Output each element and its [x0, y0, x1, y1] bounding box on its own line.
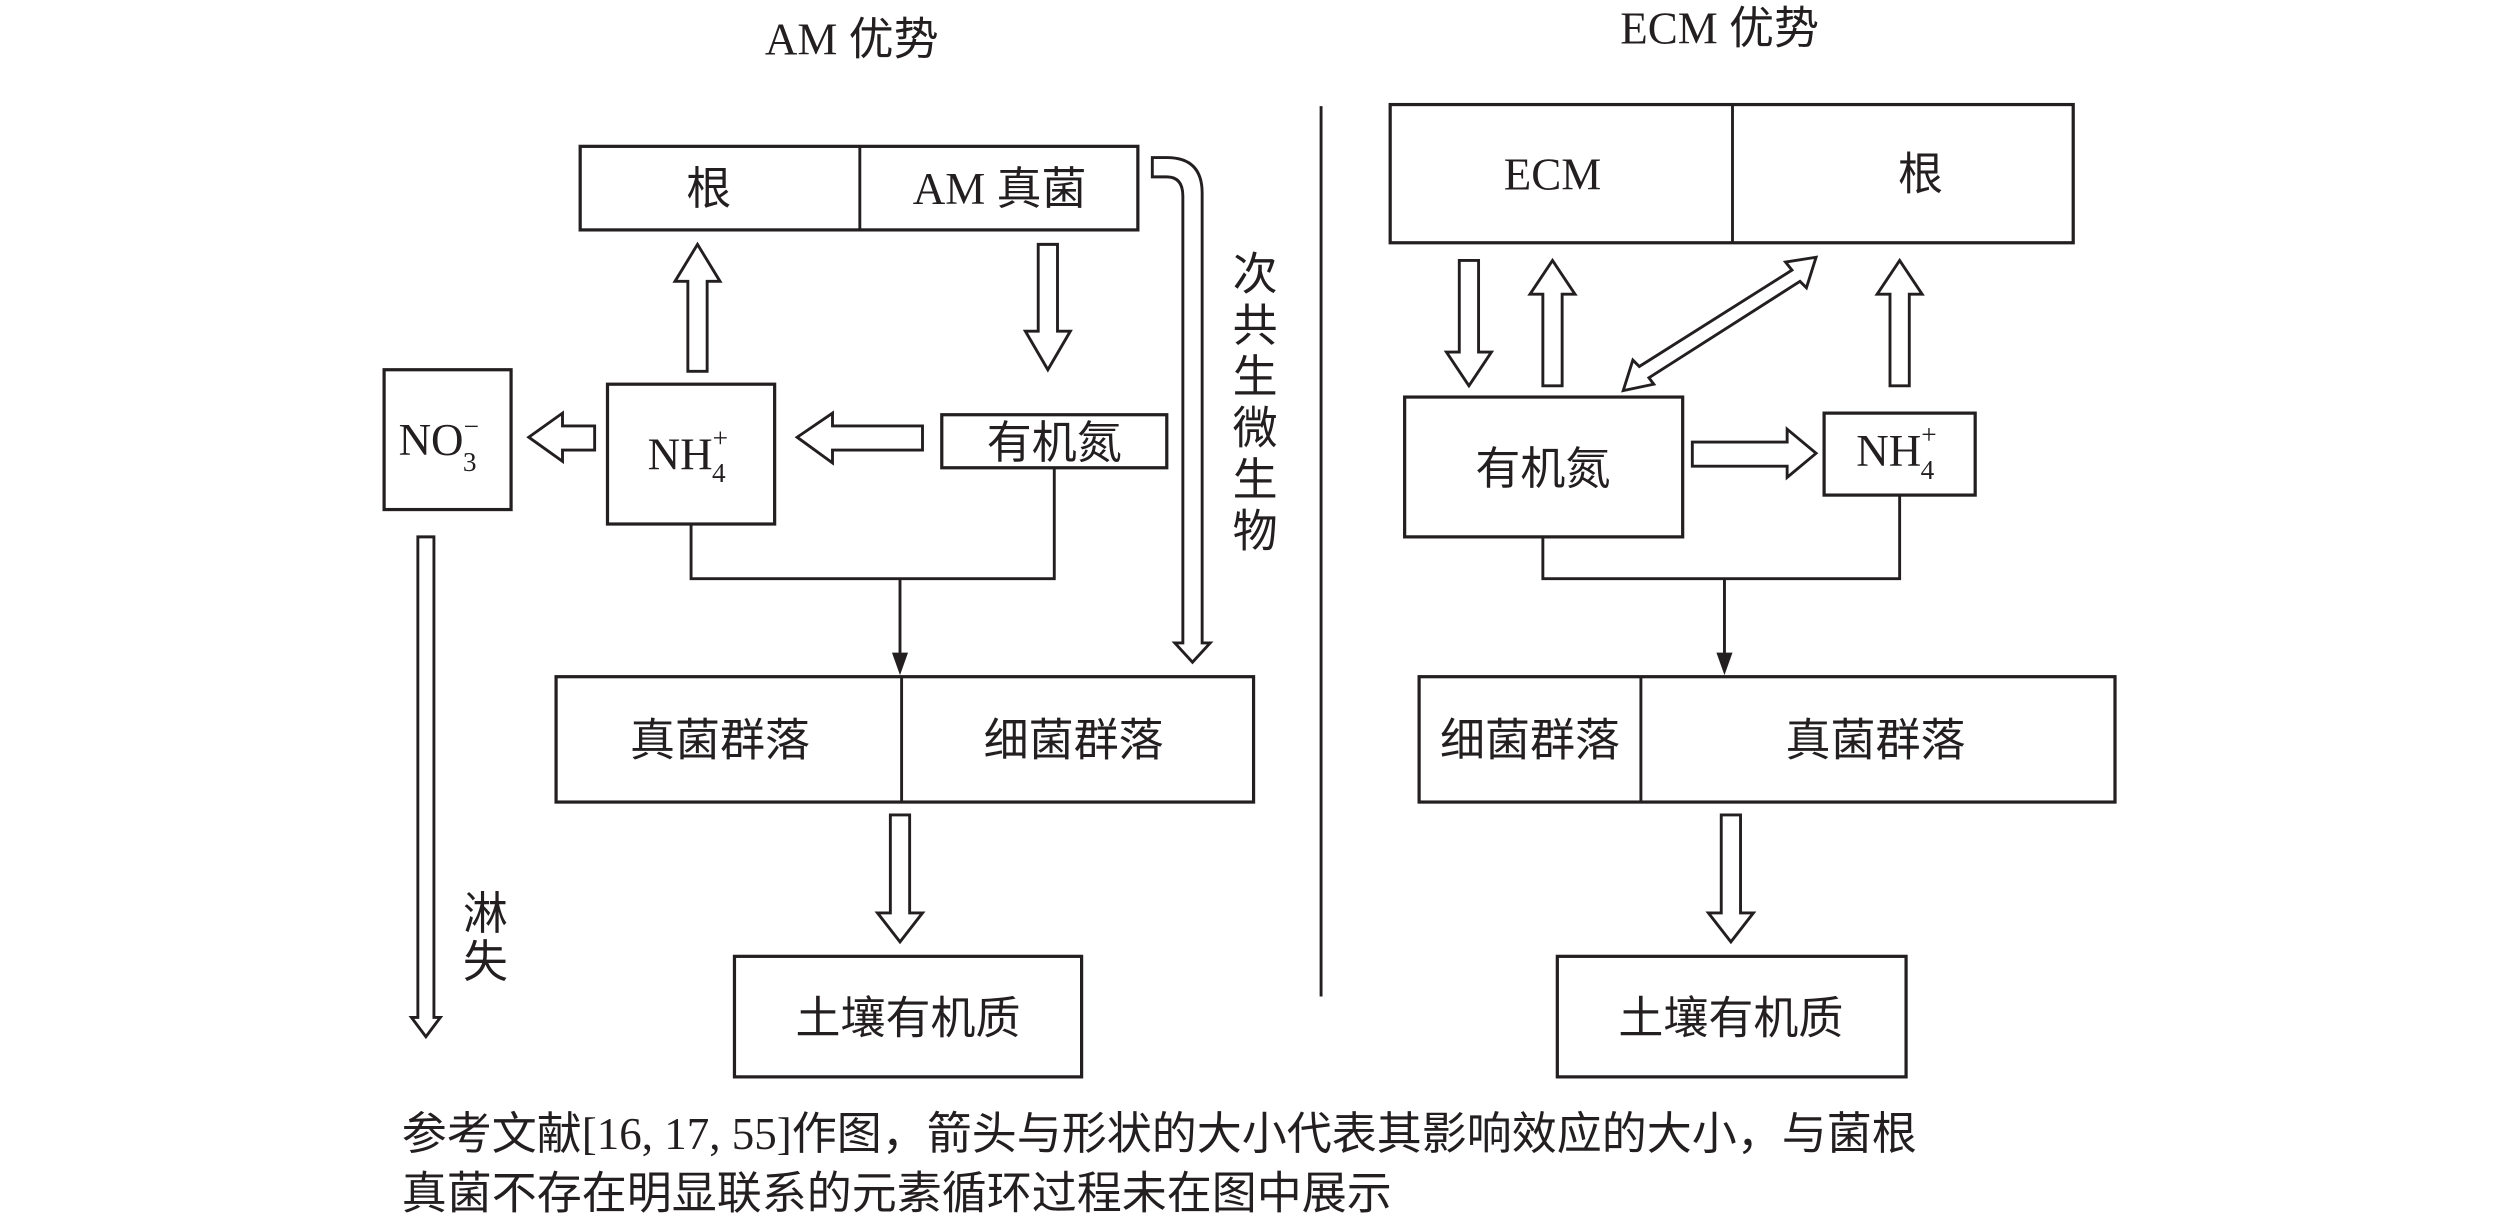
am-fungi-label: AM 真菌 — [913, 164, 1087, 214]
am-community-frame — [554, 675, 1256, 804]
am-organic-n-box: 有机氮 — [940, 413, 1169, 470]
ecm-ammonium-label: NH+4 — [1856, 420, 1936, 485]
side-label-char: 次 — [1233, 249, 1278, 299]
am-ammonium-box: NH+4 — [605, 382, 777, 526]
am-organic-n-label: 有机氮 — [987, 418, 1122, 468]
side-label-char: 生 — [1233, 455, 1278, 505]
ecm-organic-n-to-nh4-arrow — [1690, 426, 1819, 481]
am-panel: AM 优势 根 AM 真菌 次 共 生 微 生 物 NO−3 — [382, 15, 1278, 1079]
ecm-root-label: 根 — [1898, 150, 1943, 200]
ecm-organic-n-label: 有机氮 — [1475, 444, 1610, 494]
ecm-community-box: 细菌群落 真菌群落 — [1417, 675, 2117, 804]
am-panel-title: AM 优势 — [765, 15, 939, 65]
side-label-char: 微 — [1233, 404, 1278, 454]
secondary-symbiont-label: 次 共 生 微 生 物 — [1233, 249, 1278, 556]
leaching-label-char: 失 — [463, 937, 508, 987]
am-leaching-arrow — [408, 535, 444, 1040]
am-soil-om-frame — [732, 954, 1084, 1079]
am-connector-arrowhead — [891, 652, 909, 676]
ecm-connector — [1541, 495, 1902, 581]
caption-line-1: 参考文献[16, 17, 55]作图，箭头与形状的大小代表其影响效应的大小，与菌… — [402, 1109, 1917, 1159]
ecm-bacterial-community-label: 细菌群落 — [1440, 715, 1620, 765]
ecm-ammonium-box: NH+4 — [1822, 411, 1977, 497]
ecm-panel-title: ECM 优势 — [1620, 3, 1819, 53]
am-bacterial-community-label: 细菌群落 — [984, 715, 1164, 765]
am-nitrate-box: NO−3 — [382, 368, 513, 512]
ecm-panel: ECM 优势 ECM 根 有机氮 NH+4 — [1388, 3, 2117, 1079]
am-nh4-to-root-arrow — [672, 241, 723, 373]
ecm-fungi-root-box: ECM 根 — [1388, 102, 2075, 245]
ecm-fungal-community-label: 真菌群落 — [1786, 715, 1966, 765]
am-organic-n-to-nh4-arrow — [794, 410, 924, 466]
ecm-community-frame — [1417, 675, 2117, 804]
am-nitrate-frame — [382, 368, 513, 512]
figure-caption: 参考文献[16, 17, 55]作图，箭头与形状的大小代表其影响效应的大小，与菌… — [402, 1109, 1917, 1218]
am-root-fungi-box: 根 AM 真菌 — [578, 144, 1140, 232]
am-soil-om-box: 土壤有机质 — [732, 954, 1084, 1079]
am-nitrate-label: NO−3 — [399, 412, 479, 477]
am-soil-om-label: 土壤有机质 — [796, 993, 1021, 1043]
ecm-nh4-to-root-arrow — [1874, 257, 1925, 388]
am-secondary-symbiont-arrow — [1150, 156, 1214, 665]
ecm-community-to-som-arrow — [1705, 813, 1757, 945]
am-fungi-to-organic-n-arrow — [1022, 242, 1073, 373]
ecm-organic-n-root-double-arrow — [1621, 255, 1819, 393]
am-community-to-som-arrow — [874, 813, 926, 945]
am-fungal-community-label: 真菌群落 — [630, 715, 810, 765]
leaching-label-char: 淋 — [463, 889, 508, 939]
am-connector — [689, 467, 1056, 581]
am-root-label: 根 — [686, 164, 731, 214]
am-ammonium-label: NH+4 — [648, 423, 728, 488]
caption-line-2: 真菌不存在明显联系的元素循环过程未在图中展示 — [402, 1169, 1392, 1219]
ecm-fungi-label: ECM — [1504, 150, 1602, 200]
ecm-organic-n-box: 有机氮 — [1403, 395, 1685, 539]
am-nh4-to-no3-arrow — [526, 410, 597, 465]
ecm-soil-om-label: 土壤有机质 — [1618, 993, 1843, 1043]
side-label-char: 物 — [1233, 507, 1278, 557]
ecm-fungi-to-organic-n-arrow — [1443, 259, 1495, 389]
ecm-connector-arrowhead — [1716, 652, 1733, 676]
ecm-soil-om-box: 土壤有机质 — [1555, 954, 1908, 1079]
ecm-organic-n-frame — [1403, 395, 1685, 539]
side-label-char: 生 — [1233, 352, 1278, 402]
am-organic-n-frame — [940, 413, 1169, 470]
ecm-organic-n-to-fungi-arrow — [1527, 257, 1578, 388]
am-community-box: 真菌群落 细菌群落 — [554, 675, 1256, 804]
ecm-soil-om-frame — [1555, 954, 1908, 1079]
side-label-char: 共 — [1233, 301, 1278, 351]
